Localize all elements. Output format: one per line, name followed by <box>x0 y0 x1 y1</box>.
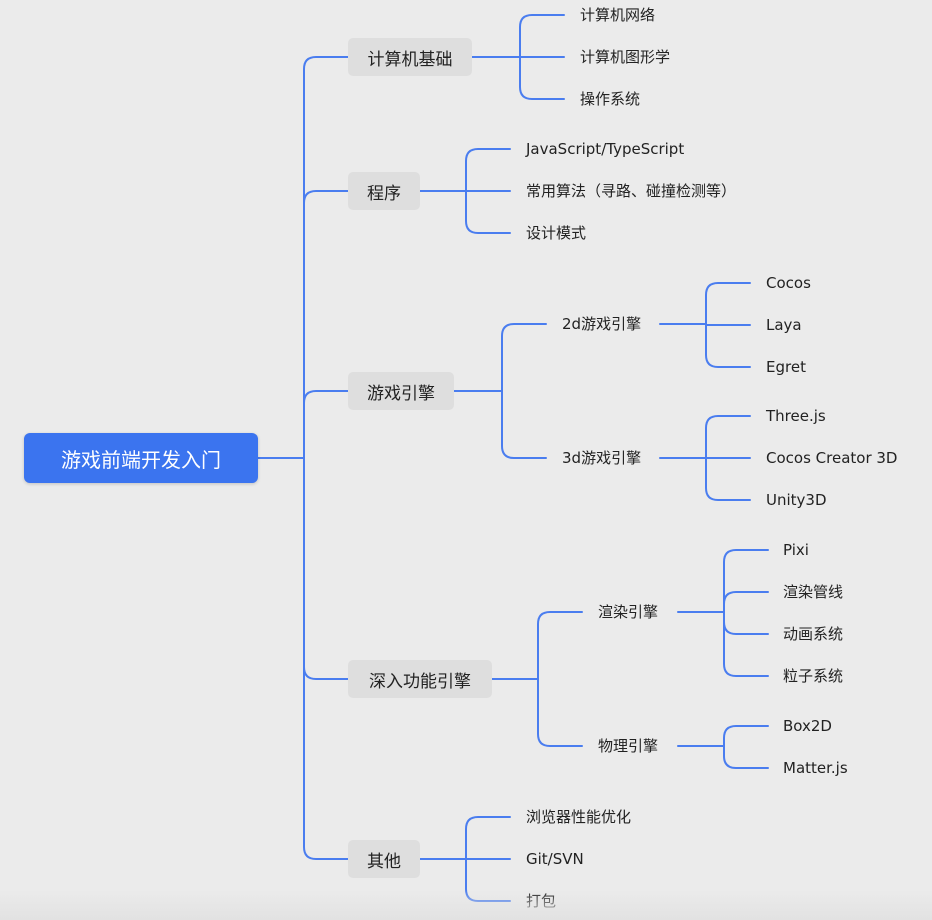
leaf-node[interactable]: 设计模式 <box>526 224 587 242</box>
leaf-node[interactable]: Git/SVN <box>526 850 584 868</box>
engine-2d-connectors <box>659 282 751 368</box>
leaf-node[interactable]: Pixi <box>783 541 809 559</box>
leaf-node[interactable]: 打包 <box>526 892 557 910</box>
sub-node-3d-engine[interactable]: 3d游戏引擎 <box>562 449 642 467</box>
connector-branch <box>723 611 769 677</box>
branch-label: 深入功能引擎 <box>369 671 471 692</box>
connector-branch <box>723 611 769 635</box>
leaf-node[interactable]: Cocos <box>766 274 811 292</box>
advanced-engine-connectors <box>491 611 583 747</box>
render-engine-connectors <box>677 549 769 677</box>
leaf-node[interactable]: 操作系统 <box>580 90 641 108</box>
root-label: 游戏前端开发入门 <box>61 447 221 472</box>
connector-branch <box>303 190 349 459</box>
leaf-node[interactable]: Three.js <box>766 407 826 425</box>
root-node[interactable]: 游戏前端开发入门 <box>24 433 258 483</box>
connector-branch <box>705 415 751 459</box>
connector-branch <box>465 858 511 902</box>
connector-branch <box>537 611 583 680</box>
branch-node-cs-basics[interactable]: 计算机基础 <box>348 38 472 76</box>
connector-branch <box>519 56 565 100</box>
connector-branch <box>705 282 751 325</box>
sub-node-render-engine[interactable]: 渲染引擎 <box>598 603 659 621</box>
connector-branch <box>303 457 349 680</box>
leaf-node[interactable]: Matter.js <box>783 759 848 777</box>
leaf-node[interactable]: 动画系统 <box>783 625 844 643</box>
programming-connectors <box>419 148 511 234</box>
leaf-node[interactable]: 浏览器性能优化 <box>526 808 632 826</box>
cs-basics-connectors <box>471 14 565 100</box>
sub-node-physics-engine[interactable]: 物理引擎 <box>598 737 659 755</box>
connector-branch <box>723 745 769 769</box>
branch-label: 程序 <box>367 183 401 204</box>
leaf-node[interactable]: 计算机网络 <box>580 6 656 24</box>
others-connectors <box>419 816 511 902</box>
leaf-node[interactable]: Unity3D <box>766 491 827 509</box>
connector-branch <box>705 323 751 326</box>
branch-node-others[interactable]: 其他 <box>348 840 420 878</box>
connector-branch <box>537 678 583 747</box>
connector-branch <box>465 190 511 234</box>
connector-branch <box>705 323 751 368</box>
branch-node-advanced-engine[interactable]: 深入功能引擎 <box>348 660 492 698</box>
connector-branch <box>723 591 769 613</box>
connector-branch <box>501 323 547 392</box>
branch-node-game-engine[interactable]: 游戏引擎 <box>348 372 454 410</box>
connector-branch <box>465 148 511 192</box>
connector-branch <box>519 14 565 58</box>
branch-label: 游戏引擎 <box>367 383 435 404</box>
root-connectors <box>257 56 349 860</box>
connector-branch <box>705 457 751 501</box>
leaf-node[interactable]: Laya <box>766 316 802 334</box>
leaf-node[interactable]: 计算机图形学 <box>580 48 671 66</box>
leaf-node[interactable]: Egret <box>766 358 806 376</box>
branch-label: 其他 <box>367 851 401 872</box>
connector-branch <box>303 457 349 860</box>
leaf-node[interactable]: Box2D <box>783 717 832 735</box>
sub-node-2d-engine[interactable]: 2d游戏引擎 <box>562 315 642 333</box>
connector-branch <box>465 816 511 860</box>
connector-branch <box>723 549 769 613</box>
leaf-node[interactable]: 粒子系统 <box>783 667 844 685</box>
connector-branch <box>303 390 349 459</box>
leaf-node[interactable]: JavaScript/TypeScript <box>526 140 685 158</box>
engine-3d-connectors <box>659 415 751 501</box>
physics-engine-connectors <box>677 725 769 769</box>
connector-branch <box>303 56 349 459</box>
leaf-node[interactable]: 常用算法（寻路、碰撞检测等） <box>526 182 737 200</box>
branch-label: 计算机基础 <box>367 49 453 70</box>
leaf-node[interactable]: 渲染管线 <box>783 583 844 601</box>
connector-branch <box>501 390 547 459</box>
leaf-node[interactable]: Cocos Creator 3D <box>766 449 898 467</box>
branch-node-programming[interactable]: 程序 <box>348 172 420 210</box>
connector-branch <box>723 725 769 747</box>
game-engine-connectors <box>453 323 547 459</box>
